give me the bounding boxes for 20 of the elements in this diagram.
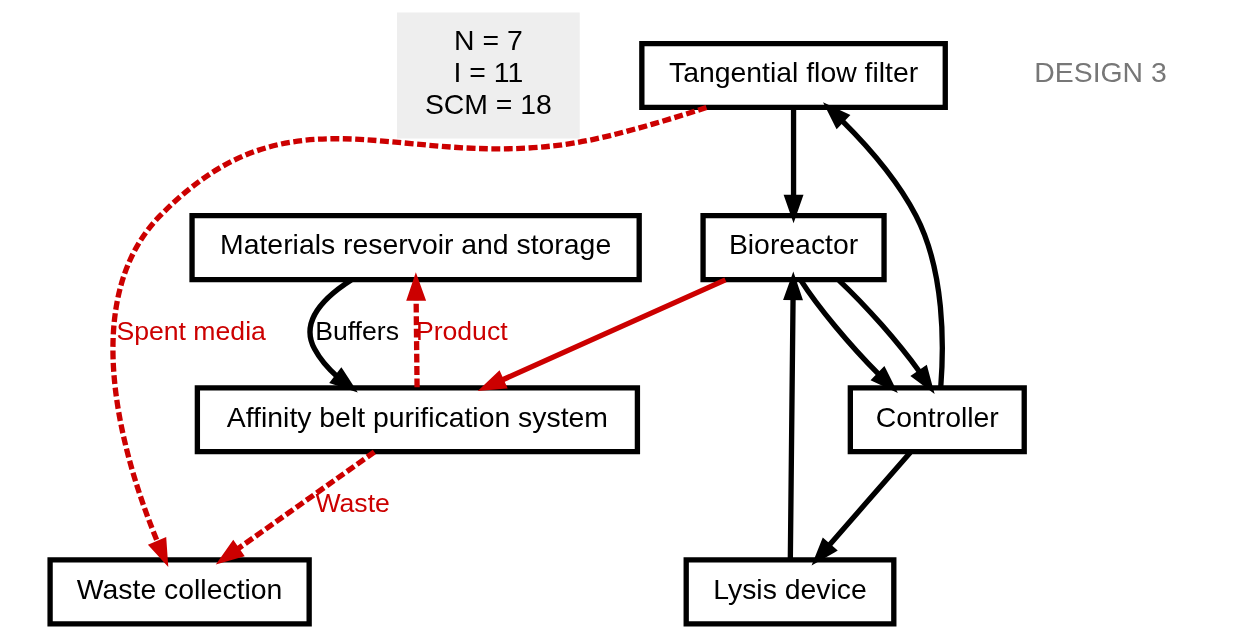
arrow [822, 102, 945, 388]
edge-label: Product [415, 315, 508, 346]
edge-label: Buffers [314, 315, 399, 346]
edge-label: Waste [314, 488, 390, 519]
node-box: N = 7 I = 11 SCM = 18 [396, 12, 580, 139]
node-box: Waste collection [46, 557, 312, 627]
edge-label: Spent media [115, 315, 266, 346]
arrow [783, 108, 803, 224]
node-box: Tangential flow filter [638, 40, 948, 111]
node-box: Bioreactor [699, 213, 887, 283]
arrow [405, 272, 426, 388]
arrow [215, 449, 376, 565]
arrow [782, 271, 803, 560]
node-box: Materials reservoir and storage [188, 213, 642, 283]
node-box: Lysis device [683, 557, 896, 627]
node-box: Controller [847, 385, 1027, 455]
arrow [110, 105, 707, 568]
node-box: Affinity belt purification system [194, 385, 640, 455]
arrow [477, 277, 727, 391]
label: DESIGN 3 [1033, 56, 1167, 89]
